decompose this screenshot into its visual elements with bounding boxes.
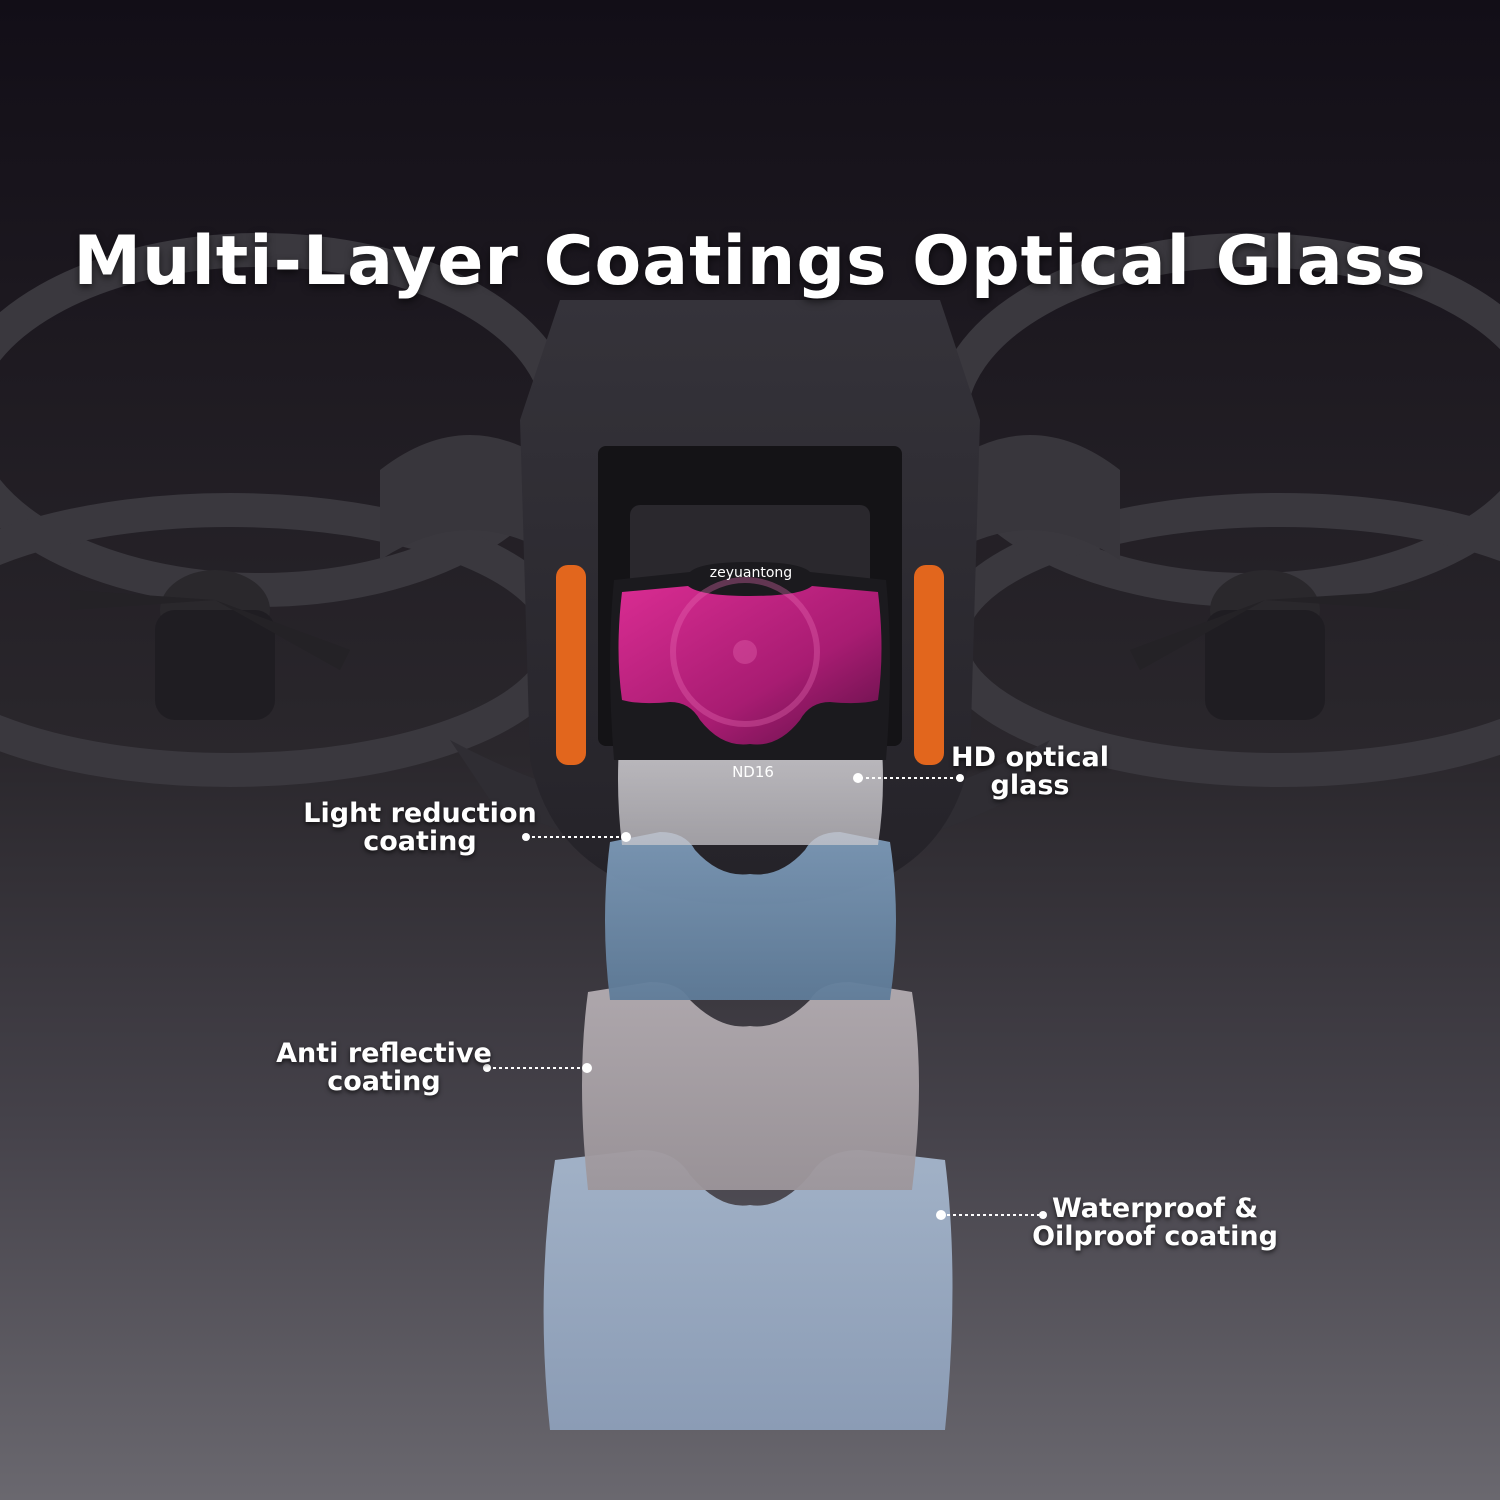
callout-hd-glass: HD optical glass xyxy=(950,744,1110,800)
callout-hd-glass-line2: glass xyxy=(990,770,1070,801)
lens-reflection xyxy=(670,577,820,727)
callout-anti-reflective-line2: coating xyxy=(327,1066,441,1097)
lens-center xyxy=(733,640,757,664)
callout-hd-glass-line1: HD optical xyxy=(951,742,1109,773)
callout-waterproof-line1: Waterproof & xyxy=(1051,1193,1258,1224)
left-frame-arm xyxy=(380,435,560,560)
blue-layer xyxy=(605,832,896,1000)
page-title: Multi-Layer Coatings Optical Glass xyxy=(73,222,1427,301)
callout-dots xyxy=(483,773,1047,1220)
callout-anti-reflective: Anti reflective coating xyxy=(264,1040,504,1096)
left-motor xyxy=(70,570,350,720)
right-motor xyxy=(1130,570,1420,720)
callout-leaders xyxy=(487,777,1043,1216)
grey-layer xyxy=(582,982,919,1190)
callout-waterproof: Waterproof & Oilproof coating xyxy=(1030,1195,1280,1251)
right-orange-light xyxy=(914,565,944,765)
callout-waterproof-line2: Oilproof coating xyxy=(1032,1221,1278,1252)
filter-brand-label: zeyuantong xyxy=(709,565,793,581)
callout-anti-reflective-line1: Anti reflective xyxy=(276,1038,492,1069)
filter-strength-label: ND16 xyxy=(732,763,774,781)
callout-light-reduction-line1: Light reduction xyxy=(303,798,537,829)
nd16-filter-glass xyxy=(618,586,882,745)
right-frame-arm xyxy=(940,435,1120,560)
left-orange-light xyxy=(556,565,586,765)
callout-light-reduction: Light reduction coating xyxy=(296,800,544,856)
pale-blue-layer xyxy=(543,1150,953,1430)
callout-light-reduction-line2: coating xyxy=(363,826,477,857)
